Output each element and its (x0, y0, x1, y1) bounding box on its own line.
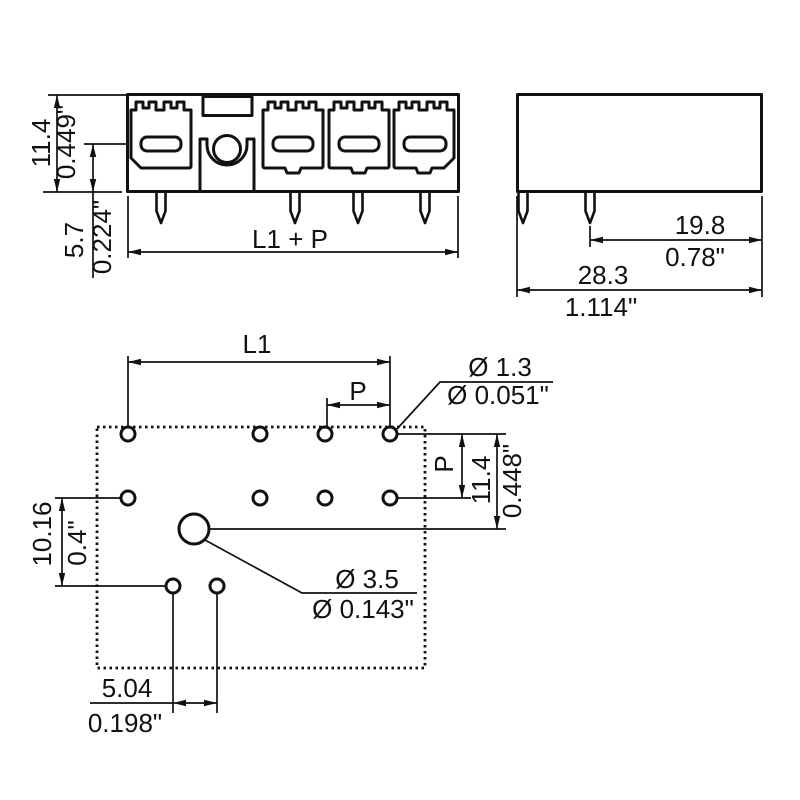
dim-front-center-mm-label: 5.7 (59, 222, 89, 258)
flange-hole-dia-mm-label: Ø 3.5 (335, 564, 399, 594)
pin-hole (316, 489, 334, 507)
side-pin-1 (517, 193, 529, 225)
dim-plan-l1-label: L1 (243, 329, 272, 359)
pin-hole (251, 489, 269, 507)
dim-plan-l1: L1 (127, 329, 391, 427)
dim-plan-left: 10.16 0.4" (27, 497, 166, 587)
dim-plan-bottom-pitch-mm-label: 5.04 (102, 673, 153, 703)
clamp-module-2 (261, 100, 325, 175)
top-notch (201, 95, 254, 117)
pin-hole (316, 425, 334, 443)
pin-hole (381, 489, 399, 507)
clamp-module-1 (129, 100, 193, 170)
pin-hole (119, 489, 137, 507)
dim-plan-right: P 11.4 0.448" (209, 433, 527, 530)
dim-plan-row-offset-in-label: 0.448" (497, 444, 527, 518)
dim-plan-pitch-top-label: P (349, 376, 366, 406)
pin-hole (164, 577, 182, 595)
dim-front-width: L1 + P (127, 196, 459, 258)
pin-hole (208, 577, 226, 595)
dim-plan-left-offset-in-label: 0.4" (62, 520, 92, 565)
dim-front-height: 11.4 0.449" 5.7 0.224" (26, 94, 126, 278)
dim-side-depth-mm-label: 28.3 (578, 260, 629, 290)
solder-pin-4 (419, 193, 431, 225)
pin-hole-dia-mm-label: Ø 1.3 (468, 352, 532, 382)
solder-pin-1 (155, 193, 167, 225)
dim-side-pin-to-back-in-label: 0.78" (665, 242, 725, 272)
leader-flange-hole-dia: Ø 3.5 Ø 0.143" (204, 539, 417, 624)
dim-side-depth: 28.3 1.114" (516, 196, 762, 322)
drill-plan: L1 P Ø 1.3 Ø 0.051" P 11.4 0.448" 10.16 (27, 329, 553, 738)
dim-plan-bottom-pitch-in-label: 0.198" (88, 708, 162, 738)
leader-pin-hole-dia: Ø 1.3 Ø 0.051" (395, 352, 553, 431)
front-view: 11.4 0.449" 5.7 0.224" L1 + P (26, 93, 460, 278)
flange-mounting-hole (177, 512, 211, 546)
wire-slot-1 (139, 135, 183, 153)
dim-plan-pitch-right-label: P (429, 455, 459, 472)
flange-cradle (198, 137, 256, 193)
dim-side-depth-in-label: 1.114" (565, 292, 637, 322)
pin-hole (251, 425, 269, 443)
housing-outline (126, 93, 460, 193)
pin-hole (381, 425, 399, 443)
wire-slot-2 (271, 135, 315, 153)
dim-plan-left-offset-mm-label: 10.16 (27, 501, 57, 566)
dim-plan-row-offset-mm-label: 11.4 (466, 456, 496, 505)
solder-pin-2 (289, 193, 301, 225)
dim-front-width-label: L1 + P (252, 224, 328, 254)
dim-plan-pitch-top: P (326, 376, 390, 427)
side-body (516, 93, 763, 193)
dim-side-pin-to-back: 19.8 0.78" (589, 196, 763, 297)
drill-holes (119, 425, 399, 595)
board-outline-dotted (95, 425, 427, 670)
clamp-module-4 (392, 100, 456, 175)
dim-plan-bottom-pitch: 5.04 0.198" (88, 594, 218, 738)
solder-pin-3 (352, 193, 364, 225)
flange-hole-dia-in-label: Ø 0.143" (312, 594, 414, 624)
wire-slot-4 (402, 135, 448, 153)
clamp-module-3 (327, 100, 391, 175)
dim-front-height-in-label: 0.449" (51, 105, 81, 179)
dim-front-height-mm-label: 11.4 (26, 119, 56, 168)
pin-hole-dia-in-label: Ø 0.051" (447, 380, 549, 410)
side-pin-2 (584, 193, 596, 225)
dim-side-pin-to-back-mm-label: 19.8 (675, 210, 726, 240)
flange-hole (212, 134, 242, 164)
dim-front-center-in-label: 0.224" (87, 200, 117, 274)
pin-hole (119, 425, 137, 443)
wire-slot-3 (337, 135, 381, 153)
side-view: 19.8 0.78" 28.3 1.114" (516, 93, 763, 322)
